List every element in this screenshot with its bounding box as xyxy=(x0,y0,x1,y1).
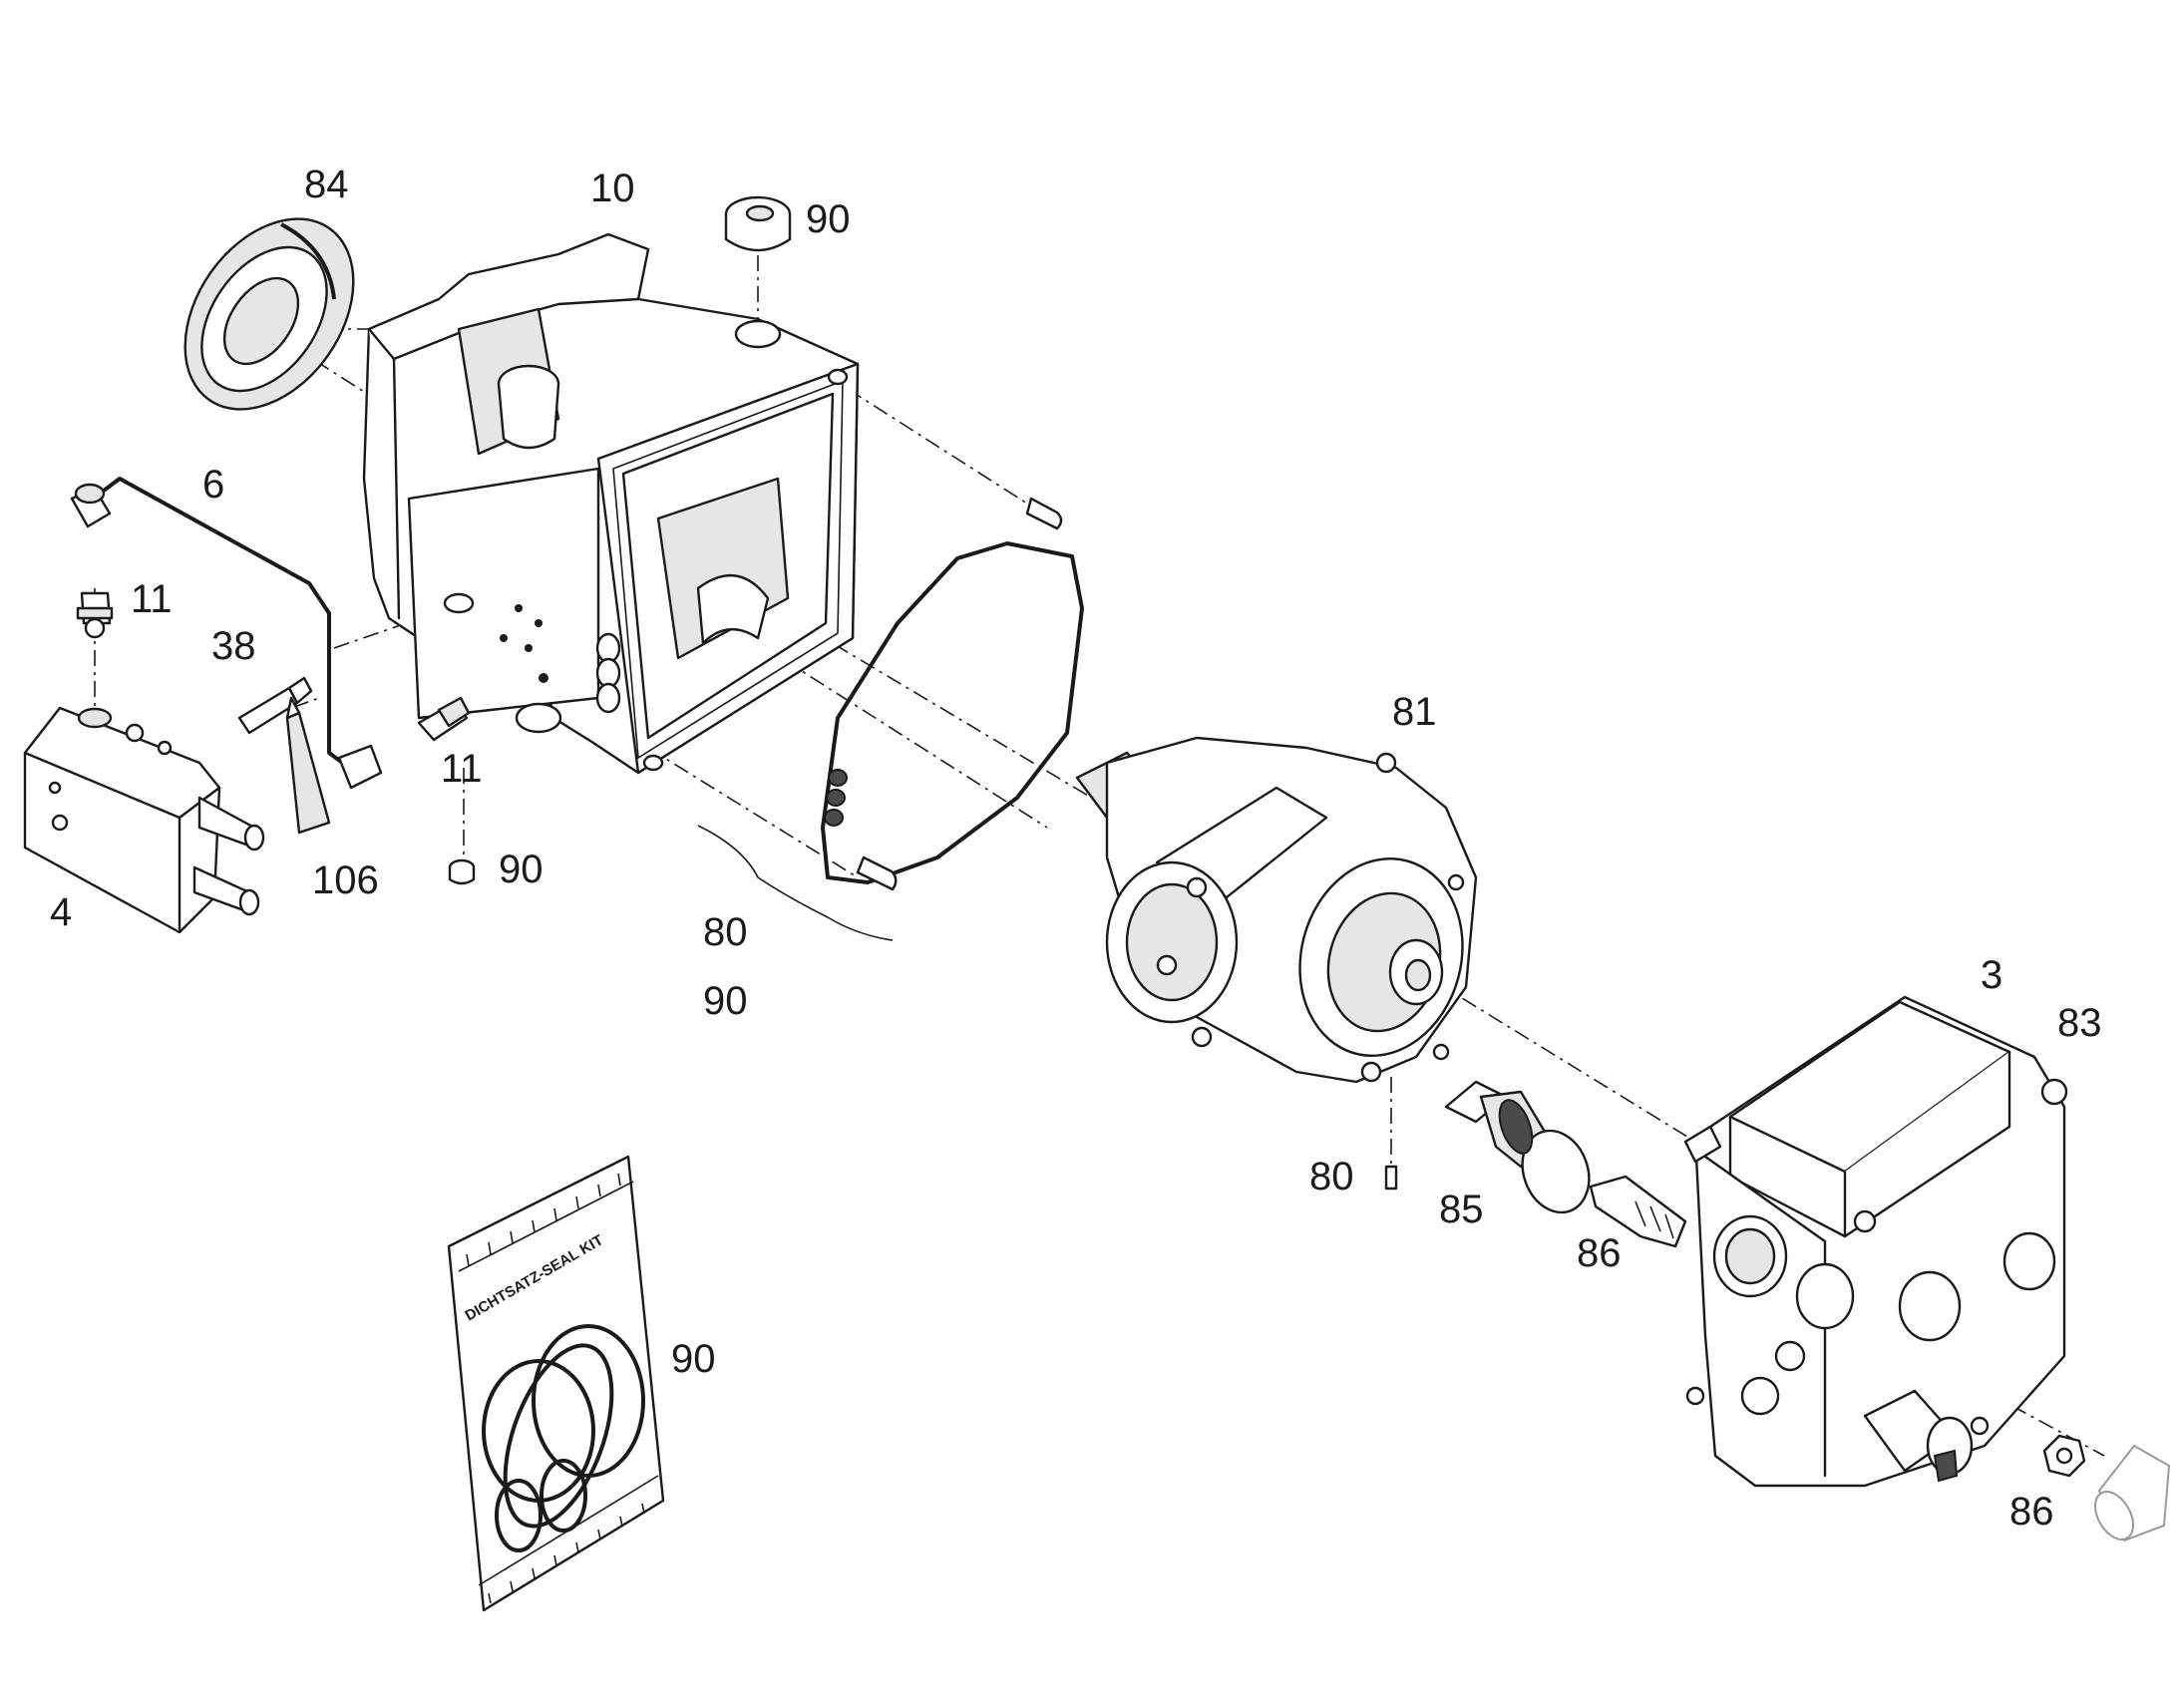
callout-80-pins: 80 xyxy=(703,910,748,954)
dowel-pin-lower xyxy=(856,855,898,891)
small-pin-part-80 xyxy=(1384,1165,1398,1191)
callout-90-small-plug: 90 xyxy=(499,848,544,891)
callout-106: 106 xyxy=(312,858,379,902)
fitting-part-11-lower xyxy=(417,696,471,742)
callout-85: 85 xyxy=(1439,1188,1484,1231)
shaft-seal-ring-part-84 xyxy=(183,217,355,411)
callout-11-upper: 11 xyxy=(131,577,173,621)
nut-part-86 xyxy=(2042,1434,2086,1478)
callout-90-pins: 90 xyxy=(703,979,748,1023)
rotary-group-part-81 xyxy=(1075,736,1478,1084)
callout-38: 38 xyxy=(211,624,256,668)
callout-86-stud: 86 xyxy=(1577,1231,1622,1275)
callout-10: 10 xyxy=(590,167,635,210)
threaded-stud-part-86 xyxy=(1589,1175,1687,1248)
valve-block-part-4 xyxy=(23,706,265,934)
pump-housing-part-10 xyxy=(362,232,860,775)
sealant-tube-part-106 xyxy=(285,696,331,835)
callout-84: 84 xyxy=(304,163,349,206)
protective-cap xyxy=(2094,1444,2171,1542)
dowel-pin-upper xyxy=(1025,497,1063,530)
callout-90-plug: 90 xyxy=(806,197,851,241)
control-unit-part-3 xyxy=(1683,995,2068,1488)
callout-83: 83 xyxy=(2057,1001,2102,1045)
callout-3: 3 xyxy=(1981,953,2002,997)
control-piston-part-85 xyxy=(1444,1080,1591,1214)
sensor-part-38 xyxy=(237,676,313,735)
callout-81: 81 xyxy=(1392,690,1437,734)
callout-labels: 84 10 90 6 11 38 11 106 4 90 80 90 81 3 … xyxy=(50,163,2102,1534)
callout-11-lower: 11 xyxy=(441,747,483,791)
group-bracket xyxy=(697,825,894,941)
seal-kit-bag-part-90: DICHTSATZ-SEAL KIT xyxy=(447,1155,665,1612)
pipe-line-part-6 xyxy=(70,477,383,790)
callout-80-small-pin: 80 xyxy=(1309,1155,1354,1198)
small-plug-part-90 xyxy=(448,858,476,885)
callout-86-nut: 86 xyxy=(2009,1490,2054,1534)
callout-4: 4 xyxy=(50,890,72,934)
callout-90-seal-kit: 90 xyxy=(671,1337,716,1381)
callout-6: 6 xyxy=(202,463,224,507)
fitting-part-11-upper xyxy=(76,591,114,639)
screw-plug-part-90 xyxy=(724,195,792,252)
housing-gasket xyxy=(821,541,1084,884)
